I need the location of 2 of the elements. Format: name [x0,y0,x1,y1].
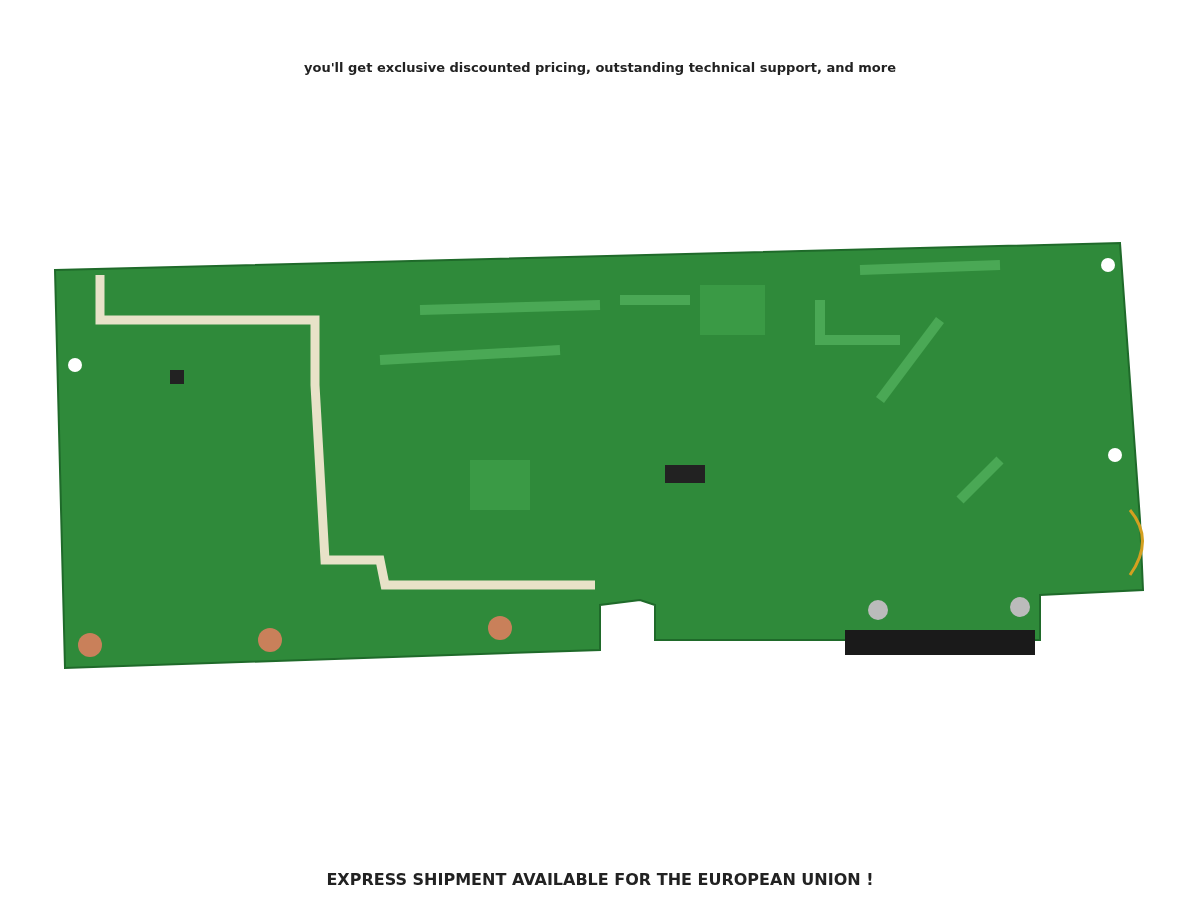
shipping-notice: EXPRESS SHIPMENT AVAILABLE FOR THE EUROPEAN UNION ! [325,870,875,889]
promo-text: you'll get exclusive discounted pricing, outstanding technical support, and more [303,60,897,75]
